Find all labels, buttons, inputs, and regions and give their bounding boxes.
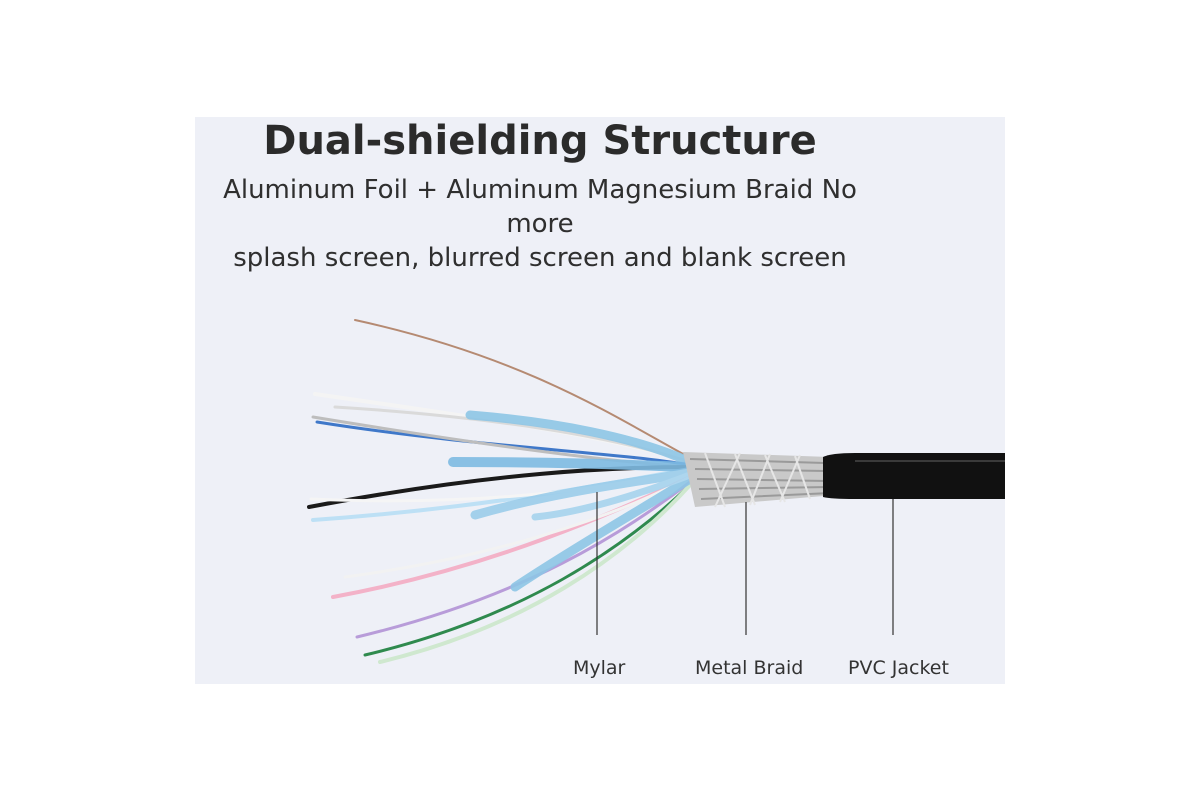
- green-wire: [363, 483, 692, 657]
- cable-cross-section-illustration: [307, 319, 1005, 664]
- callout-label-metal-braid: Metal Braid: [695, 657, 804, 679]
- metal-braid-section: [683, 452, 835, 508]
- subheadline: Aluminum Foil + Aluminum Magnesium Braid…: [195, 173, 885, 275]
- white-wire-4: [343, 475, 692, 579]
- callout-label-pvc-jacket: PVC Jacket: [848, 657, 949, 679]
- callout-leader-lines: [596, 492, 894, 635]
- copper-drain-wire: [354, 319, 686, 456]
- purple-wire: [355, 480, 692, 639]
- product-image-panel: Dual-shielding Structure Aluminum Foil +…: [195, 117, 1005, 684]
- headline: Dual-shielding Structure: [263, 118, 817, 164]
- subheadline-line-2: splash screen, blurred screen and blank …: [233, 243, 847, 273]
- light-green-wire: [378, 483, 692, 664]
- wire-bundle: [307, 319, 692, 664]
- white-wire: [313, 392, 692, 464]
- subheadline-line-1: Aluminum Foil + Aluminum Magnesium Braid…: [223, 175, 857, 239]
- mylar-foil-wraps: [448, 410, 695, 592]
- pvc-jacket: [823, 453, 1005, 499]
- blue-wire: [315, 420, 692, 467]
- callout-label-mylar: Mylar: [573, 657, 626, 679]
